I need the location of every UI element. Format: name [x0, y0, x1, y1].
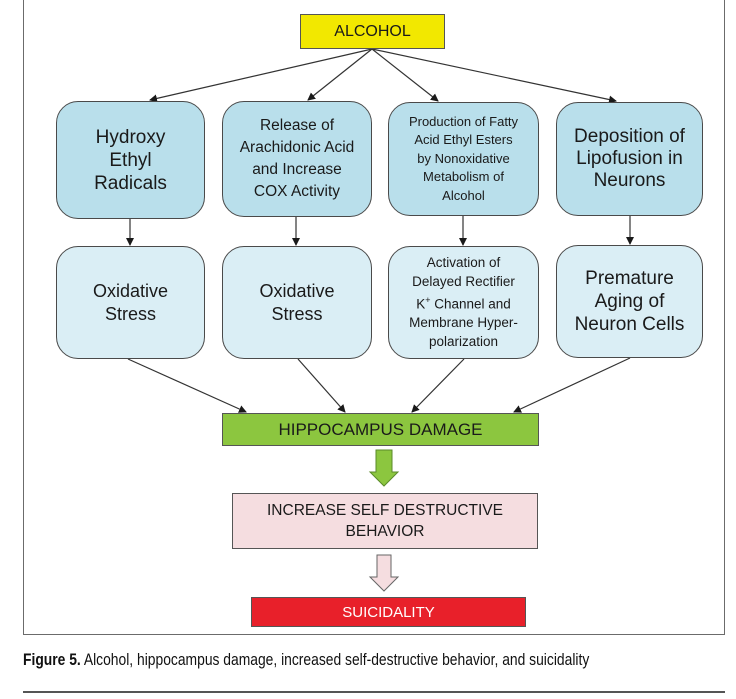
arrow-aging-to-hippocampus — [513, 357, 631, 413]
arrow-alcohol-to-lipofusion — [371, 48, 617, 104]
effect-label: Activation of Delayed Rectifier K+ Chann… — [409, 254, 518, 351]
effect-label: Oxidative Stress — [259, 280, 335, 324]
caption-text: Alcohol, hippocampus damage, increased s… — [80, 651, 590, 669]
effect-label: Oxidative Stress — [92, 280, 169, 324]
arrow-activation-to-hippocampus — [411, 358, 465, 413]
hollow-down-arrow — [368, 554, 400, 592]
hippocampus-damage-node: HIPPOCAMPUS DAMAGE — [222, 413, 539, 446]
potassium-charge: + — [425, 295, 431, 305]
effect-label-suffix: Channel and Membrane Hyper- polarization — [409, 296, 518, 349]
mechanism-label: Deposition of Lipofusion in Neurons — [574, 126, 685, 191]
alcohol-node: ALCOHOL — [300, 14, 445, 49]
figure-number: Figure 5. — [23, 651, 81, 669]
figure-caption: Figure 5. Alcohol, hippocampus damage, i… — [23, 651, 611, 670]
effect-rectifier-channel-activation: Activation of Delayed Rectifier K+ Chann… — [388, 246, 539, 359]
green-down-arrow — [368, 449, 400, 487]
figure-frame — [23, 0, 725, 635]
mechanism-label: Production of Fatty Acid Ethyl Esters by… — [408, 113, 519, 203]
alcohol-label: ALCOHOL — [334, 22, 411, 40]
effect-label: Premature Aging of Neuron Cells — [574, 268, 685, 335]
mechanism-fatty-acid-ethyl-esters: Production of Fatty Acid Ethyl Esters by… — [388, 102, 539, 216]
behavior-label: INCREASE SELF DESTRUCTIVE BEHAVIOR — [267, 502, 503, 540]
bottom-rule — [23, 691, 725, 693]
self-destructive-behavior-node: INCREASE SELF DESTRUCTIVE BEHAVIOR — [232, 493, 538, 549]
suicidality-label: SUICIDALITY — [342, 603, 435, 621]
effect-oxidative-stress-1: Oxidative Stress — [56, 246, 205, 359]
suicidality-node: SUICIDALITY — [251, 597, 526, 627]
mechanism-arachidonic-acid: Release of Arachidonic Acid and Increase… — [222, 101, 372, 217]
effect-label-prefix: Activation of Delayed Rectifier K — [412, 255, 515, 312]
mechanism-hydroxy-ethyl-radicals: Hydroxy Ethyl Radicals — [56, 101, 205, 219]
effect-premature-aging: Premature Aging of Neuron Cells — [556, 245, 703, 358]
arrow-oxidative1-to-hippocampus — [127, 358, 247, 413]
arrow-alcohol-to-hydroxy — [149, 48, 373, 103]
arrow-alcohol-to-fatty-acid — [371, 48, 439, 102]
arrow-alcohol-to-arachidonic — [307, 48, 373, 101]
mechanism-lipofusion-deposition: Deposition of Lipofusion in Neurons — [556, 102, 703, 216]
effect-oxidative-stress-2: Oxidative Stress — [222, 246, 372, 359]
mechanism-label: Hydroxy Ethyl Radicals — [94, 126, 167, 194]
arrow-oxidative2-to-hippocampus — [297, 358, 346, 413]
hippocampus-label: HIPPOCAMPUS DAMAGE — [278, 419, 483, 439]
mechanism-label: Release of Arachidonic Acid and Increase… — [239, 117, 355, 200]
